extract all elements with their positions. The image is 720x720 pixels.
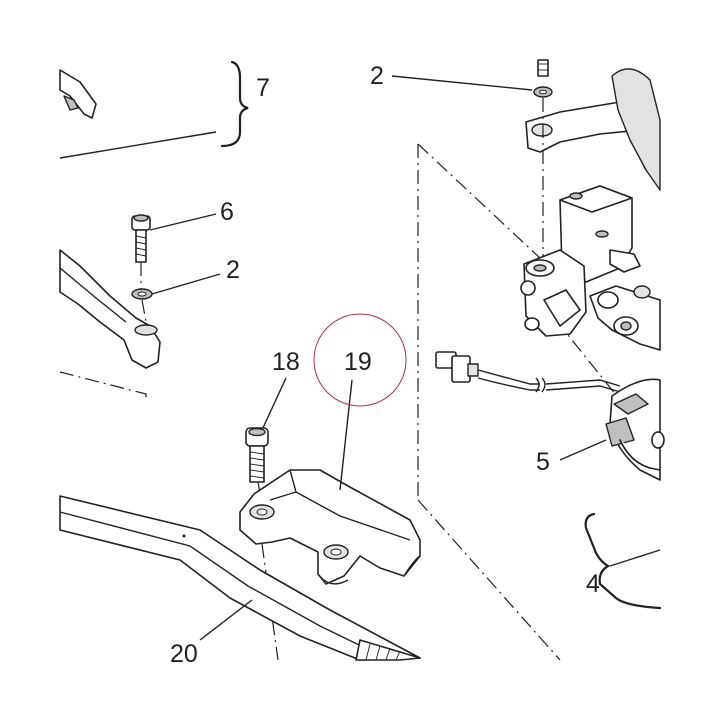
centerline-washer-left bbox=[141, 299, 147, 323]
centerline-left-arm bbox=[59, 371, 147, 402]
leader-line-18 bbox=[261, 377, 287, 431]
leader-line-20 bbox=[199, 599, 253, 641]
cable-b bbox=[477, 377, 540, 391]
callout-7: 7 bbox=[256, 74, 270, 102]
stud-top-right bbox=[537, 59, 549, 77]
cable-a bbox=[477, 369, 540, 385]
master-cylinder bbox=[520, 185, 661, 351]
leader-line-19 bbox=[339, 379, 353, 491]
brace-4 bbox=[584, 512, 662, 610]
sensor-connector bbox=[435, 351, 479, 383]
mirror-arm-left bbox=[59, 249, 161, 369]
washer-2-left bbox=[131, 288, 153, 300]
leader-line-4 bbox=[609, 549, 661, 567]
leader-line-2b bbox=[151, 273, 221, 295]
callout-18: 18 bbox=[272, 348, 300, 376]
cable-break bbox=[535, 377, 546, 393]
callout-20: 20 bbox=[170, 640, 198, 668]
highlight-circle-19 bbox=[313, 313, 407, 407]
leader-line-2a bbox=[391, 75, 533, 91]
leader-line-7 bbox=[59, 131, 217, 159]
handlebar-20 bbox=[59, 495, 421, 661]
brace-7 bbox=[220, 60, 249, 148]
leader-line-6 bbox=[149, 213, 217, 231]
cable-c bbox=[545, 379, 621, 387]
washer-2-right bbox=[533, 86, 553, 98]
callout-19: 19 bbox=[344, 348, 372, 376]
lever-fragment-top-left bbox=[59, 69, 97, 119]
callout-2-left: 2 bbox=[226, 256, 240, 284]
centerline-diagonal-right bbox=[539, 299, 621, 401]
handlebar-clamp-19 bbox=[239, 469, 421, 585]
centerline-diagonal-top bbox=[417, 143, 541, 259]
callout-6: 6 bbox=[220, 198, 234, 226]
bolt-6 bbox=[131, 214, 151, 263]
callout-5: 5 bbox=[536, 448, 550, 476]
bolt-18 bbox=[245, 427, 269, 483]
switch-housing-5 bbox=[605, 378, 665, 481]
centerline-diagonal-bottom bbox=[417, 499, 561, 661]
mirror-mount-right bbox=[525, 68, 661, 191]
cable-d bbox=[545, 385, 621, 393]
callout-2-top: 2 bbox=[370, 62, 384, 90]
callout-4: 4 bbox=[586, 570, 600, 598]
leader-line-5 bbox=[559, 439, 607, 461]
